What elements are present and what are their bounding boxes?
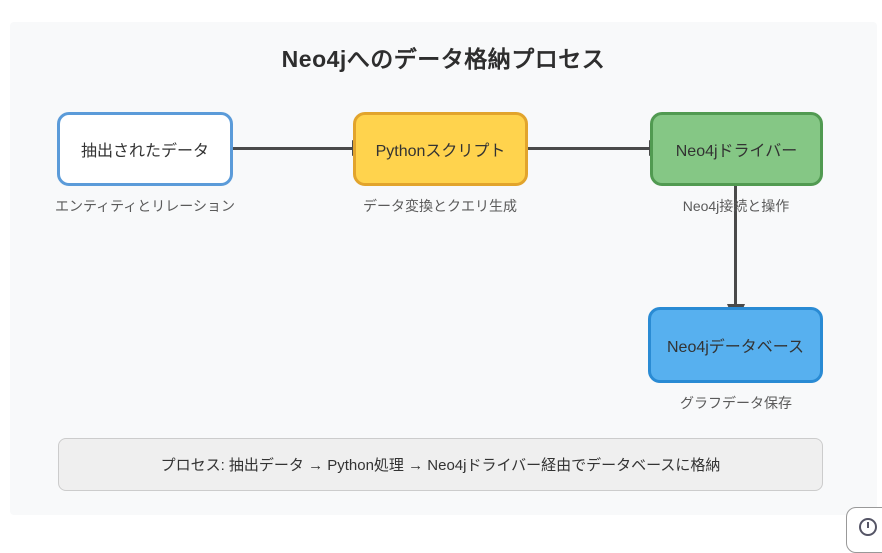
- node-label: 抽出されたデータ: [80, 143, 209, 160]
- node-sublabel-python-script: データ変換とクエリ生成: [363, 198, 517, 214]
- history-button[interactable]: [846, 507, 882, 553]
- page: Neo4jへのデータ格納プロセス 抽出されたデータ Pythonスクリプト Ne…: [10, 22, 882, 553]
- process-note-text: プロセス: 抽出データ → Python処理 → Neo4jドライバー経由でデー…: [160, 457, 721, 474]
- edge-python-to-driver: [528, 147, 650, 150]
- node-sublabel-neo4j-database: グラフデータ保存: [680, 395, 792, 411]
- node-neo4j-driver: Neo4jドライバー: [650, 112, 823, 186]
- process-note: プロセス: 抽出データ → Python処理 → Neo4jドライバー経由でデー…: [58, 438, 823, 491]
- diagram-title: Neo4jへのデータ格納プロセス: [281, 46, 606, 72]
- diagram-canvas: [10, 22, 877, 515]
- node-label: Neo4jドライバー: [675, 143, 798, 160]
- clock-icon: [859, 518, 877, 536]
- node-label: Neo4jデータベース: [666, 339, 804, 356]
- node-extracted-data: 抽出されたデータ: [57, 112, 233, 186]
- node-neo4j-database: Neo4jデータベース: [648, 307, 823, 383]
- node-python-script: Pythonスクリプト: [353, 112, 528, 186]
- node-label: Pythonスクリプト: [375, 143, 506, 160]
- edge-driver-to-database: [734, 186, 737, 306]
- node-sublabel-neo4j-driver: Neo4j接続と操作: [682, 198, 790, 214]
- node-sublabel-extracted-data: エンティティとリレーション: [54, 198, 236, 214]
- edge-extracted-to-python: [233, 147, 354, 150]
